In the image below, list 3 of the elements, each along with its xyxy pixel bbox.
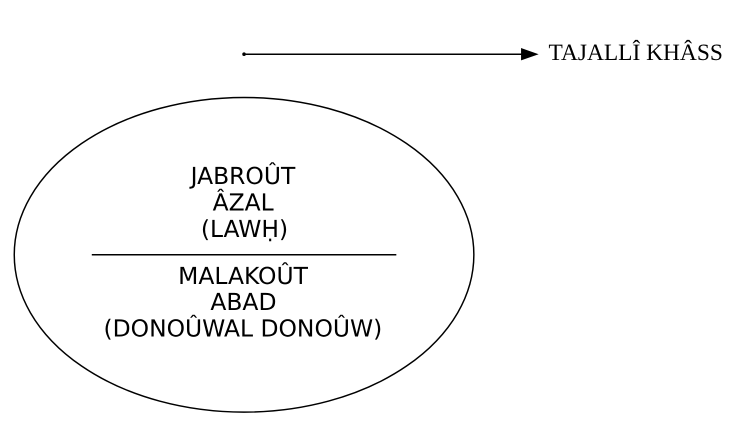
- node-text: TAJALLÎ KHÂSS: [548, 40, 723, 66]
- arrow: [246, 48, 539, 60]
- node-ellipse: JABROÛT ÂZAL (LAWḤ) MALAKOÛT ABAD (DONOÛWAL DONOÛW): [14, 96, 475, 413]
